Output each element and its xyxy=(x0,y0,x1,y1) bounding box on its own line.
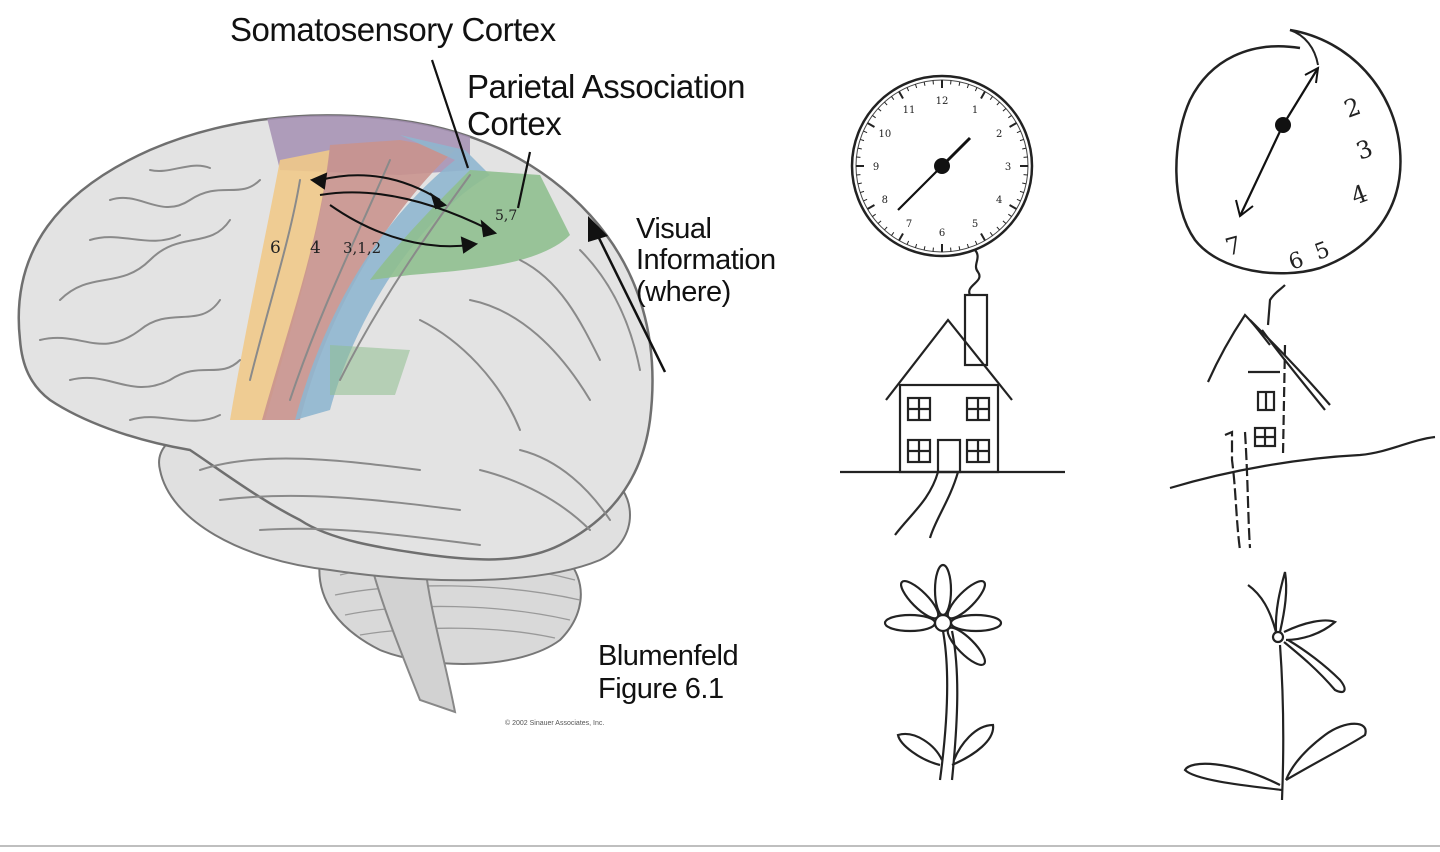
area-312-number: 3,1,2 xyxy=(343,239,381,257)
clock-tick xyxy=(958,246,961,251)
clock-tick xyxy=(996,101,1000,106)
neglect-house-drawing xyxy=(1169,284,1436,551)
normal-flower-drawing xyxy=(883,563,1003,781)
clock-tick xyxy=(1022,182,1027,185)
copyright-text: © 2002 Sinauer Associates, Inc. xyxy=(505,720,605,727)
normal-clock-number: 1 xyxy=(972,105,978,116)
normal-clock-number: 11 xyxy=(903,105,916,116)
clock-tick xyxy=(1019,138,1024,142)
somatosensory-cortex-label: Somatosensory Cortex xyxy=(230,11,556,48)
clock-tick xyxy=(860,138,865,142)
brainstem xyxy=(368,558,457,714)
clock-tick xyxy=(867,122,875,128)
normal-clock-number: 4 xyxy=(996,195,1002,206)
normal-clock-number: 5 xyxy=(972,219,978,230)
clock-tick xyxy=(863,198,868,202)
clock-tick xyxy=(1016,198,1021,202)
normal-clock-number: 3 xyxy=(1005,162,1011,173)
where-label: (where) xyxy=(636,276,731,308)
parietal-association-label: Parietal Association xyxy=(467,68,746,105)
somatosensory-leader-line xyxy=(430,59,470,169)
clock-tick xyxy=(989,232,993,236)
clock-tick xyxy=(914,243,918,248)
normal-house-drawing xyxy=(840,249,1065,539)
clock-tick xyxy=(958,81,961,86)
neglect-clock-drawing: 2 3 4 5 6 7 xyxy=(1175,28,1402,276)
clock-tick xyxy=(966,84,970,89)
neglect-clock-number-4: 4 xyxy=(1347,179,1371,211)
normal-clock-number: 12 xyxy=(936,96,949,107)
clock-tick xyxy=(877,220,882,224)
parietal-cortex-label: Cortex xyxy=(467,105,562,142)
clock-tick xyxy=(914,84,918,89)
clock-tick xyxy=(906,87,910,92)
clock-tick xyxy=(1002,108,1007,112)
clock-tick xyxy=(891,232,895,236)
clock-tick xyxy=(857,182,862,185)
motor-area-band xyxy=(262,140,455,420)
clock-tick xyxy=(980,91,986,99)
clock-tick xyxy=(867,204,875,210)
premotor-area-band xyxy=(230,150,330,420)
clock-tick xyxy=(1008,213,1012,217)
bottom-divider xyxy=(0,845,1440,847)
clock-tick xyxy=(1009,204,1017,210)
visual-label: Visual xyxy=(636,213,712,245)
clock-tick xyxy=(891,96,895,100)
clock-tick xyxy=(923,246,926,251)
normal-clock-number: 10 xyxy=(878,129,891,140)
neglect-clock-number-6: 6 xyxy=(1286,247,1308,275)
clock-tick xyxy=(1016,130,1021,134)
area-6-number: 6 xyxy=(270,238,281,258)
clock-tick xyxy=(857,147,862,150)
clock-tick xyxy=(872,213,876,217)
connection-arrows xyxy=(309,172,498,254)
neglect-flower-drawing xyxy=(1183,571,1367,801)
area-4-number: 4 xyxy=(310,238,321,258)
clock-tick xyxy=(974,87,978,92)
clock-tick xyxy=(906,240,910,245)
clock-tick xyxy=(1008,115,1012,119)
clock-tick xyxy=(898,233,904,241)
brain-illustration: 6 4 3,1,2 5,7 xyxy=(17,59,667,714)
clock-tick xyxy=(898,91,904,99)
neglect-clock-number-5: 5 xyxy=(1312,237,1334,265)
credit-author-label: Blumenfeld xyxy=(598,640,739,672)
clock-tick xyxy=(1009,122,1017,128)
visual-information-arrow xyxy=(588,216,667,373)
clock-tick xyxy=(966,243,970,248)
clock-tick xyxy=(1002,220,1007,224)
clock-tick xyxy=(980,233,986,241)
normal-clock-number: 2 xyxy=(996,129,1002,140)
clock-tick xyxy=(974,240,978,245)
neglect-clock-number-7: 7 xyxy=(1222,231,1244,262)
clock-tick xyxy=(996,226,1000,231)
clock-tick xyxy=(877,108,882,112)
clock-tick xyxy=(989,96,993,100)
clock-tick xyxy=(860,190,865,194)
clock-tick xyxy=(1022,147,1027,150)
clock-tick xyxy=(1019,190,1024,194)
clock-tick xyxy=(923,81,926,86)
area-57-number: 5,7 xyxy=(495,208,517,224)
parietal-leader-line xyxy=(516,151,532,209)
normal-clock-number: 7 xyxy=(906,219,912,230)
neglect-clock-number-3: 3 xyxy=(1352,134,1376,166)
cerebral-hemisphere: 6 4 3,1,2 5,7 xyxy=(17,114,654,561)
clock-tick xyxy=(863,130,868,134)
clock-tick xyxy=(872,115,876,119)
normal-clock-number: 8 xyxy=(882,195,888,206)
supramarginal-patch xyxy=(330,345,410,395)
normal-clock-number: 9 xyxy=(873,162,879,173)
neglect-clock-number-2: 2 xyxy=(1340,92,1364,124)
clock-tick xyxy=(884,226,888,231)
clock-tick xyxy=(884,101,888,106)
information-label: Information xyxy=(636,244,776,276)
normal-clock-number: 6 xyxy=(939,228,945,239)
credit-figure-label: Figure 6.1 xyxy=(598,673,724,705)
